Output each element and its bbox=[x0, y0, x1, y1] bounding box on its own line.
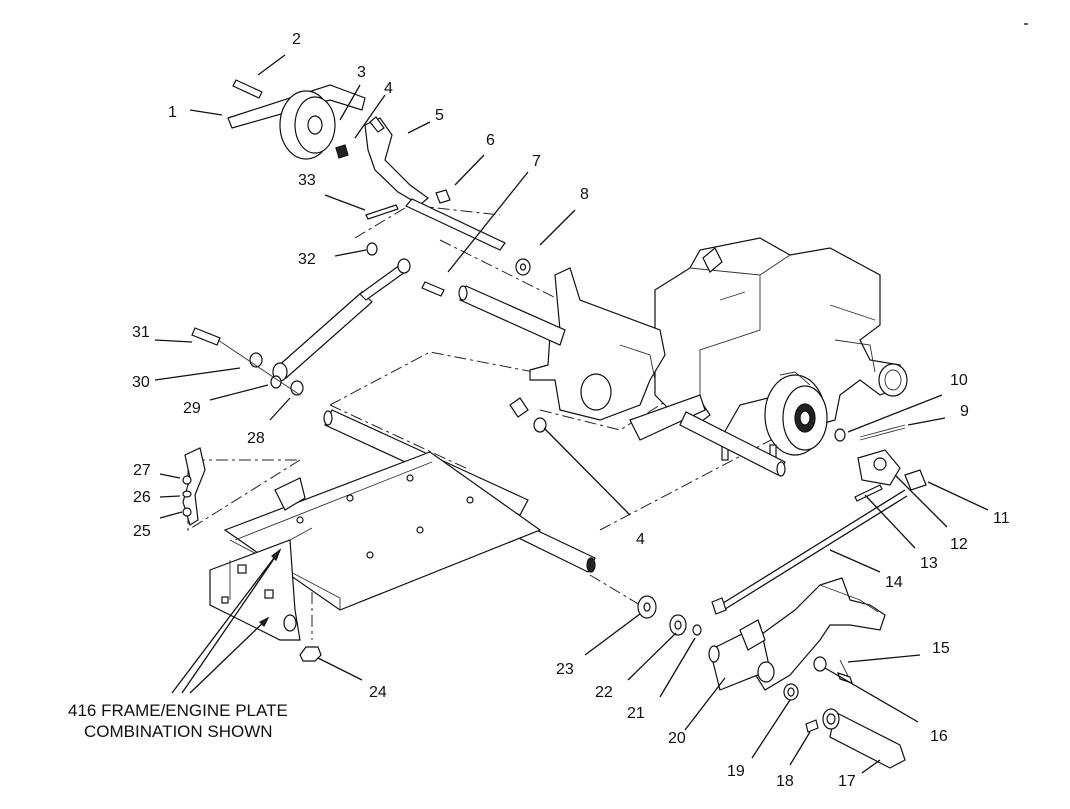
callout-19: 19 bbox=[727, 763, 745, 780]
callout-1: 1 bbox=[168, 104, 177, 121]
callout-32: 32 bbox=[298, 251, 316, 268]
callout-24: 24 bbox=[369, 684, 387, 701]
callout-11: 11 bbox=[993, 510, 1010, 527]
figure-caption: 416 FRAME/ENGINE PLATE COMBINATION SHOWN bbox=[68, 701, 288, 741]
caption-line-2: COMBINATION SHOWN bbox=[84, 722, 273, 741]
callout-22: 22 bbox=[595, 684, 613, 701]
callout-29: 29 bbox=[183, 400, 201, 417]
callout-30: 30 bbox=[132, 374, 150, 391]
callout-6: 6 bbox=[486, 132, 495, 149]
callout-26: 26 bbox=[133, 489, 151, 506]
pivot-nut bbox=[509, 397, 547, 433]
callout-8: 8 bbox=[580, 186, 589, 203]
side-frame-plate bbox=[529, 267, 706, 441]
callout-23: 23 bbox=[556, 661, 574, 678]
callout-5: 5 bbox=[435, 107, 444, 124]
callout-4-upper: 4 bbox=[384, 80, 393, 97]
callout-16: 16 bbox=[930, 728, 948, 745]
engine-housing bbox=[654, 237, 908, 471]
frame-nut bbox=[299, 646, 322, 662]
belt-pulley-assembly bbox=[227, 79, 531, 297]
callout-9: 9 bbox=[960, 403, 969, 420]
callout-14: 14 bbox=[885, 574, 903, 591]
callout-13: 13 bbox=[920, 555, 938, 572]
callout-17: 17 bbox=[838, 773, 856, 790]
pedal-linkage bbox=[637, 424, 927, 769]
retainer-clip bbox=[182, 447, 206, 526]
caption-line-1: 416 FRAME/ENGINE PLATE bbox=[68, 701, 288, 720]
callout-31: 31 bbox=[132, 324, 150, 341]
callout-3: 3 bbox=[357, 64, 366, 81]
callout-7: 7 bbox=[532, 153, 541, 170]
callout-2: 2 bbox=[292, 31, 301, 48]
callout-33: 33 bbox=[298, 172, 316, 189]
callout-21: 21 bbox=[627, 705, 645, 722]
callout-28: 28 bbox=[247, 430, 265, 447]
callout-12: 12 bbox=[950, 536, 968, 553]
callout-27: 27 bbox=[133, 462, 151, 479]
lift-cylinder bbox=[191, 258, 411, 396]
callout-25: 25 bbox=[133, 523, 151, 540]
callout-18: 18 bbox=[776, 773, 794, 790]
callout-4-lower: 4 bbox=[636, 531, 645, 548]
leader-lines bbox=[154, 54, 989, 774]
callout-20: 20 bbox=[668, 730, 686, 747]
callout-numbers: 1 2 3 4 5 6 7 8 33 32 31 30 29 28 27 26 … bbox=[132, 31, 1010, 790]
engine-plate bbox=[209, 451, 542, 641]
callout-10: 10 bbox=[950, 372, 968, 389]
callout-15: 15 bbox=[932, 640, 950, 657]
